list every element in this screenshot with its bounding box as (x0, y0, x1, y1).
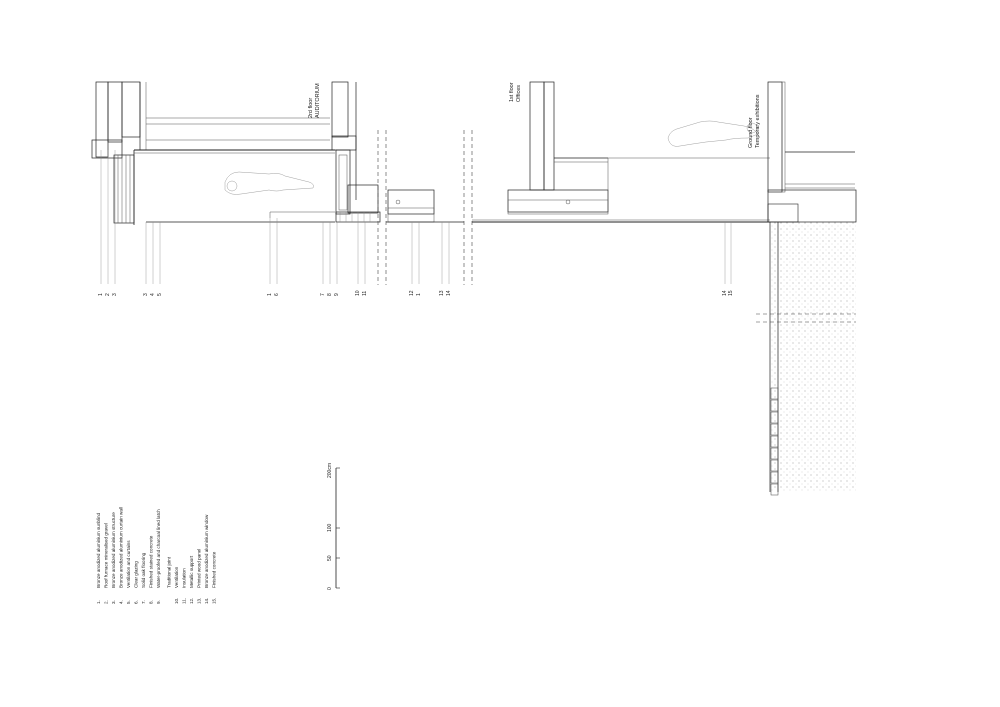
scale-tick-100: 100 (327, 523, 333, 532)
foundation-brick (770, 435, 779, 448)
legend-item-text: Roof furnace mineralised gravel (104, 523, 109, 588)
legend-item-text: Solid oak flooring (141, 552, 146, 588)
callout: 9 (334, 293, 340, 296)
scale-tick-0: 0 (327, 587, 333, 590)
foundation-brick (770, 387, 779, 400)
floor1-label-line1: 1st floor (509, 82, 515, 102)
ground-structure (756, 81, 857, 492)
legend-item-number: 6. (134, 600, 139, 604)
slab-segment-1 (386, 189, 464, 223)
legend-item-number: 1. (96, 600, 101, 604)
legend-item-number: 10. (174, 598, 179, 604)
ground-label-line1: Ground floor (748, 117, 754, 148)
human-figure-reclining (224, 171, 335, 218)
leader-lines (100, 150, 732, 284)
offices-wall (472, 81, 770, 223)
floor2-label-line2: AUDITORIUM (315, 83, 321, 118)
legend-item-text: Finished stained concrete (149, 535, 154, 588)
foundation-bricks (770, 387, 779, 496)
legend: 1. Bronze anodized aluminium sunblind 2. Ro… (96, 507, 217, 604)
foundation-brick (770, 399, 779, 412)
callout: 1 (98, 293, 104, 296)
legend-item-number: 14. (204, 598, 209, 604)
callout: 2 (105, 293, 111, 296)
legend-item-text: Bronze anodized aluminium structure (111, 512, 116, 588)
legend-item-number: 8. (149, 600, 154, 604)
legend-item-number: 7. (141, 600, 146, 604)
foundation-brick (770, 423, 779, 436)
callout: 14 (722, 290, 728, 296)
callout: 12 (409, 290, 415, 296)
scale-tick-200: 200cm (327, 463, 333, 478)
legend-item-number: 3. (111, 600, 116, 604)
legend-item-text: Ventilation and curtains (126, 540, 131, 588)
foundation-brick (770, 459, 779, 472)
legend-item-number: 4. (119, 600, 124, 604)
callout: 3 (143, 293, 149, 296)
callout: 8 (327, 293, 333, 296)
foundation-brick (770, 447, 779, 460)
callout: 14 (446, 290, 452, 296)
foundation-brick (770, 483, 779, 496)
legend-item-number: 12. (189, 598, 194, 604)
human-figure-standing (667, 120, 759, 147)
legend-item-number: 5. (126, 600, 131, 604)
legend-item-text: Bronze anodized aluminium curtain wall (119, 507, 124, 588)
legend-item-number: 9. (156, 600, 161, 604)
legend-item-text: Ventilation (174, 566, 179, 588)
upper-lines (134, 117, 335, 223)
ground-label-line2: Temporary exhibitions (755, 94, 761, 148)
legend-item-text: Finished concrete (212, 551, 217, 588)
callout: 7 (320, 293, 326, 296)
left-facade (91, 81, 147, 225)
legend-item-text: Insulation (182, 568, 187, 588)
callout: 1 (267, 293, 273, 296)
scale-tick-50: 50 (327, 555, 333, 561)
legend-item-text: Bronze anodized aluminium sunblind (96, 512, 101, 588)
legend-item-text: Printed wood panel (197, 549, 202, 588)
legend-item-text: Bronze anodized aluminium window (204, 514, 209, 588)
callout: 11 (362, 291, 368, 296)
callouts: 1 2 3 3 4 5 1 6 7 8 9 10 11 12 1 13 14 1… (98, 290, 734, 296)
break-lines (377, 130, 473, 285)
legend-item-number: 13. (197, 598, 202, 604)
foundation-brick (770, 471, 779, 484)
legend-item-text: Metallic support (189, 555, 194, 588)
callout: 6 (274, 293, 280, 296)
floor1-label-line2: Offices (516, 85, 522, 102)
foundation-brick (770, 411, 779, 424)
legend-item-number: 11. (182, 598, 187, 604)
legend-item-text: Clear glazing (134, 561, 139, 588)
legend-item-number: 2. (104, 600, 109, 604)
callout: 3 (112, 293, 118, 296)
scale-bar: 0 50 100 200cm (327, 463, 340, 590)
legend-item-text: Water-proofed and charcoal lined latch (156, 509, 161, 588)
legend-item-text: Traditional joint (167, 556, 172, 588)
legend-item-number: 15. (212, 598, 217, 604)
callout: 4 (150, 293, 156, 296)
callout: 1 (416, 293, 422, 296)
callout: 10 (355, 290, 361, 296)
callout: 5 (157, 293, 163, 296)
callout: 13 (439, 290, 445, 296)
floor2-label-line1: 2rd floor (308, 98, 314, 118)
callout: 15 (728, 290, 734, 296)
auditorium-wall (331, 81, 381, 223)
